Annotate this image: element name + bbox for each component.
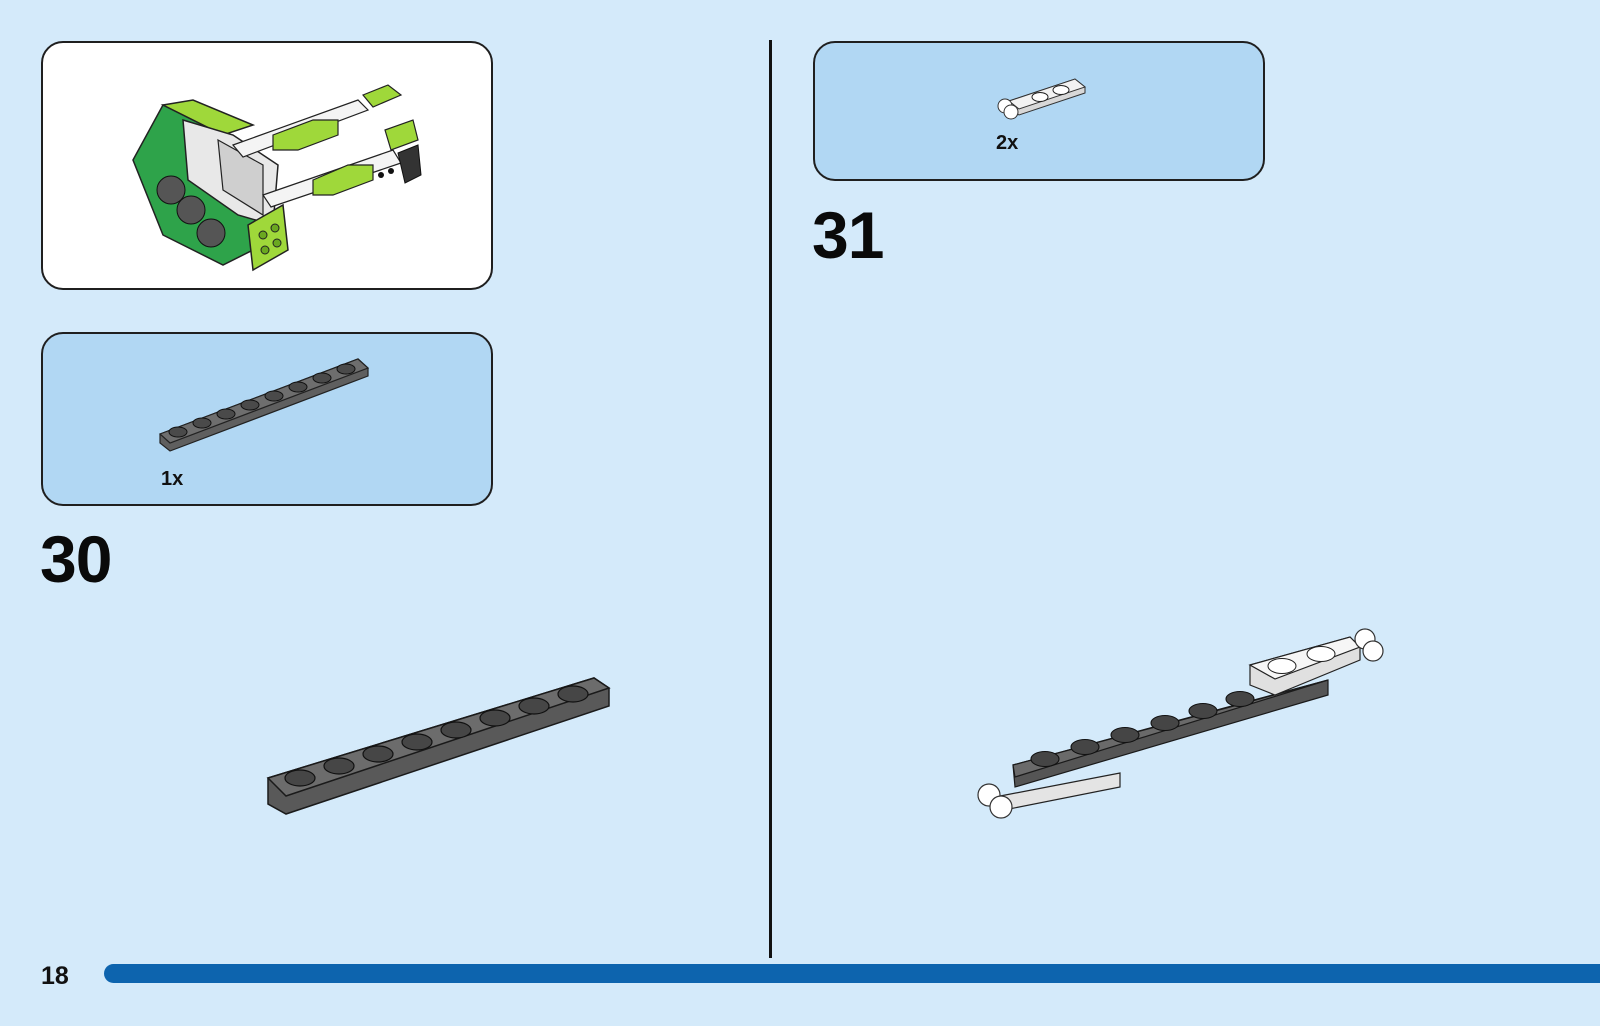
plate-1x2-handle-white-icon <box>995 71 1090 119</box>
part-quantity-label: 2x <box>996 132 1018 155</box>
plate-1x8-dark-grey-icon <box>158 354 378 454</box>
page-number: 18 <box>41 962 69 991</box>
car-assembly-icon <box>123 65 413 270</box>
part-quantity-label: 1x <box>161 468 183 491</box>
parts-callout-step-30: 1x <box>41 332 493 506</box>
plate-with-handles-build-illustration <box>975 625 1395 845</box>
page-footer-bar <box>104 964 1600 983</box>
step-divider-line <box>769 40 772 958</box>
parts-callout-step-31: 2x <box>813 41 1265 181</box>
assembly-preview-panel <box>41 41 493 290</box>
plate-1x8-build-illustration <box>264 658 614 818</box>
step-number-31: 31 <box>812 202 883 268</box>
step-number-30: 30 <box>40 526 111 592</box>
